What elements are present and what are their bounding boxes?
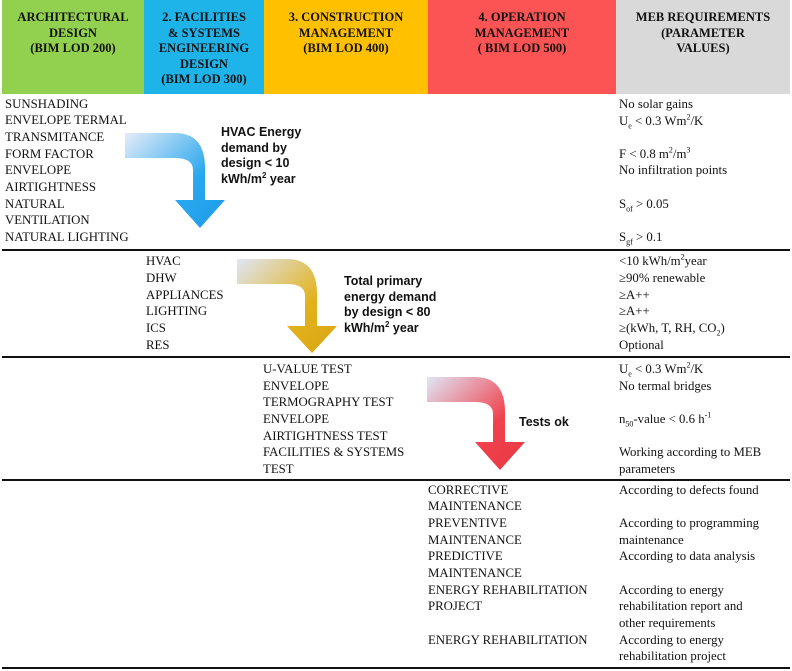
header-line: ARCHITECTURAL (17, 10, 129, 24)
requirement: ≥A++ (619, 304, 650, 318)
requirement: According to energy (619, 633, 724, 647)
header-line: DESIGN (180, 56, 228, 71)
tests-ok-label: Tests ok (519, 415, 569, 429)
list-item: ENVELOPE (5, 163, 72, 177)
list-item: ENERGY REHABILITATION (428, 583, 588, 597)
list-item: MAINTENANCE (428, 533, 522, 547)
list-item: AIRTIGHTNESS (5, 180, 96, 194)
requirement: According to programming (619, 516, 760, 530)
list-item: U-VALUE TEST (263, 362, 352, 376)
list-item: PREVENTIVE (428, 516, 507, 530)
list-item: SUNSHADING (5, 97, 89, 111)
requirement: Working according to MEB (619, 445, 762, 459)
header-line: ( BIM LOD 500) (477, 41, 567, 55)
requirement: According to energy (619, 583, 724, 597)
requirement: No solar gains (619, 97, 693, 111)
header-line: 3. CONSTRUCTION (288, 10, 404, 24)
header-line: & SYSTEMS (168, 25, 240, 40)
list-item: APPLIANCES (146, 288, 224, 302)
header-operation-management: 4. OPERATION MANAGEMENT ( BIM LOD 500) (428, 0, 616, 94)
list-item: MAINTENANCE (428, 499, 522, 513)
table-bottom-rule (2, 667, 790, 669)
list-item: PROJECT (428, 599, 483, 613)
list-item: FACILITIES & SYSTEMS (263, 445, 405, 459)
label-line: by design < 80 (344, 305, 431, 319)
list-item: ENVELOPE (263, 379, 330, 393)
list-item: ICS (146, 321, 166, 335)
requirement: ≥90% renewable (619, 271, 706, 285)
list-item: NATURAL LIGHTING (5, 230, 129, 244)
header-line: (PARAMETER (661, 25, 745, 40)
header-line: MANAGEMENT (298, 25, 394, 40)
requirement: n50-value < 0.6 h-1 (619, 410, 712, 429)
list-item: TERMOGRAPHY TEST (263, 395, 394, 409)
header-line: (BIM LOD 200) (30, 41, 116, 55)
requirement: <10 kWh/m2year (619, 252, 707, 268)
list-item: ENVELOPE (263, 412, 330, 426)
requirement: F < 0.8 m2/m3 (619, 145, 691, 161)
list-item: RES (146, 338, 170, 352)
header-line: VALUES) (676, 41, 730, 55)
list-item: ENERGY REHABILITATION (428, 633, 588, 647)
list-item: MAINTENANCE (428, 566, 522, 580)
list-item: DHW (146, 271, 177, 285)
header-line: (BIM LOD 400) (303, 41, 389, 55)
section-divider (2, 356, 790, 358)
header-facilities-engineering-design: 2. FACILITIES & SYSTEMS ENGINEERING DESI… (144, 0, 264, 94)
requirement: maintenance (619, 533, 684, 547)
label-line: design < 10 (221, 156, 290, 170)
label-line: energy demand (344, 289, 437, 304)
header-line: (BIM LOD 300) (161, 72, 247, 86)
requirement: Sgf > 0.1 (619, 230, 663, 247)
list-item: ENVELOPE TERMAL (5, 113, 127, 127)
requirement: ≥(kWh, T, RH, CO2) (619, 321, 725, 338)
list-item: CORRECTIVE (428, 483, 509, 497)
requirement: No termal bridges (619, 379, 712, 393)
requirement: According to defects found (619, 483, 759, 497)
list-item: NATURAL (5, 197, 65, 211)
list-item: PREDICTIVE (428, 549, 503, 563)
requirement: Sof > 0.05 (619, 197, 669, 214)
header-line: DESIGN (49, 25, 97, 40)
flow-arrow-icon (427, 377, 525, 470)
requirement: other requirements (619, 616, 716, 630)
header-line: 4. OPERATION (478, 10, 566, 24)
hvac-energy-label: HVAC Energy demand by design < 10 kWh/m2… (221, 125, 301, 187)
label-line: Total primary (344, 274, 423, 288)
header-line: MEB REQUIREMENTS (635, 10, 771, 24)
requirement: Optional (619, 338, 664, 352)
list-item: AIRTIGHTNESS TEST (263, 429, 388, 443)
list-item: FORM FACTOR (5, 147, 94, 161)
requirement: rehabilitation report and (619, 599, 743, 613)
flow-arrow-icon (125, 133, 225, 228)
requirement: parameters (619, 462, 676, 476)
list-item: TRANSMITANCE (5, 130, 105, 144)
header-architectural-design: ARCHITECTURAL DESIGN (BIM LOD 200) (2, 0, 144, 94)
label-line: kWh/m2 year (221, 170, 296, 186)
header-line: ENGINEERING (158, 41, 250, 55)
header-line: 2. FACILITIES (162, 10, 246, 24)
list-item: LIGHTING (146, 304, 208, 318)
flow-arrow-icon (237, 259, 337, 353)
header-construction-management: 3. CONSTRUCTION MANAGEMENT (BIM LOD 400) (264, 0, 428, 94)
requirement: According to data analysis (619, 549, 756, 563)
requirement: No infiltration points (619, 163, 728, 177)
label-line: demand by (221, 140, 287, 155)
requirement: Ue < 0.3 Wm2/K (619, 360, 704, 379)
list-item: TEST (263, 462, 294, 476)
header-meb-requirements: MEB REQUIREMENTS (PARAMETER VALUES) (616, 0, 790, 94)
requirement: Ue < 0.3 Wm2/K (619, 112, 704, 131)
header-line: MANAGEMENT (474, 25, 570, 40)
label-line: HVAC Energy (221, 125, 302, 139)
list-item: VENTILATION (5, 213, 90, 227)
total-primary-energy-label: Total primary energy demand by design < … (344, 274, 436, 336)
section-divider (2, 249, 790, 251)
section-divider (2, 479, 790, 481)
list-item: HVAC (146, 254, 181, 268)
label-line: kWh/m2 year (344, 319, 419, 335)
requirement: ≥A++ (619, 288, 650, 302)
requirement: rehabilitation project (619, 649, 726, 663)
